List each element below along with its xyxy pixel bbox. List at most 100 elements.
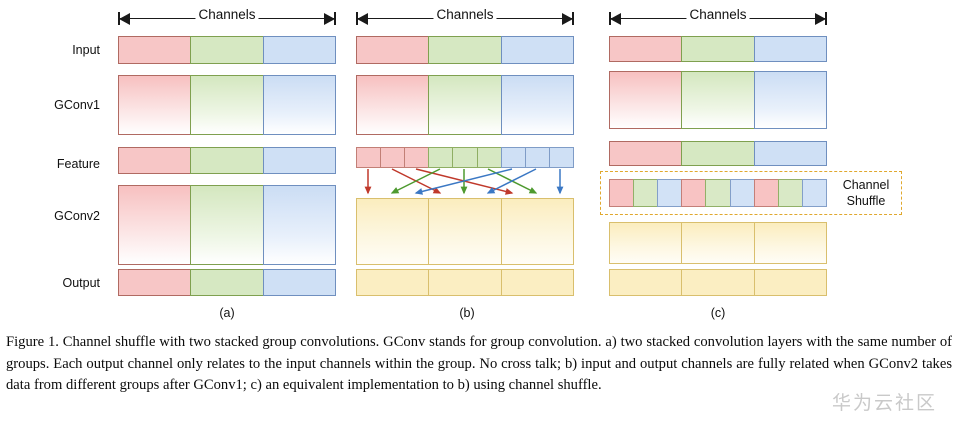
- feature-cell: [500, 147, 526, 168]
- segment-group-3: [753, 141, 827, 166]
- channels-label: Channels: [195, 6, 259, 24]
- segment-group-3: [753, 269, 827, 296]
- figure-caption: Figure 1. Channel shuffle with two stack…: [6, 334, 952, 393]
- segment-group-3: [262, 269, 336, 296]
- bar-input-c: [609, 36, 827, 62]
- channels-axis-a: Channels: [118, 6, 336, 30]
- panel-caption-b: (b): [459, 306, 475, 320]
- channels-axis-b: Channels: [356, 6, 574, 30]
- segment-group-3: [753, 71, 827, 129]
- segment-group-2: [190, 185, 264, 265]
- panel-c: Channels: [600, 0, 958, 322]
- shuffle-cell: [705, 179, 731, 207]
- panel-caption-a: (a): [219, 306, 235, 320]
- segment-group-3: [262, 185, 336, 265]
- bar-feature-a: [118, 147, 336, 174]
- segment-group-1: [118, 147, 192, 174]
- bar-gconv2-c: [609, 222, 827, 264]
- segment-group-1: [118, 185, 192, 265]
- segment-group-2: [428, 198, 502, 265]
- segment-group-2: [681, 36, 755, 62]
- segment-group-3: [262, 36, 336, 64]
- row-label-gconv1: GConv1: [54, 98, 100, 112]
- segment-group-2: [681, 269, 755, 296]
- arrow-head-left-icon: [610, 12, 621, 25]
- panel-b: Channels: [355, 0, 585, 322]
- segment-group-2: [681, 71, 755, 129]
- channels-label: Channels: [433, 6, 497, 24]
- channel-shuffle-label: Channel Shuffle: [842, 178, 890, 208]
- segment-group-1: [356, 36, 430, 64]
- feature-cell: [428, 147, 454, 168]
- bar-output-b: [356, 269, 574, 296]
- axis-cap-right: [825, 12, 827, 25]
- bar-input-a: [118, 36, 336, 64]
- bar-channel-shuffle-c: [609, 179, 827, 207]
- arrow-head-right-icon: [815, 12, 826, 25]
- axis-cap-left: [118, 12, 120, 25]
- segment-group-1: [118, 269, 192, 296]
- shuffle-cell: [657, 179, 683, 207]
- segment-group-2: [428, 36, 502, 64]
- bar-output-c: [609, 269, 827, 296]
- shuffle-cell: [777, 179, 803, 207]
- arrow-head-right-icon: [324, 12, 335, 25]
- row-label-input: Input: [72, 43, 100, 57]
- panel-caption-c: (c): [710, 306, 726, 320]
- segment-group-1: [118, 75, 192, 135]
- bar-gconv1-b: [356, 75, 574, 135]
- segment-group-2: [190, 36, 264, 64]
- row-label-output: Output: [62, 276, 100, 290]
- feature-cell: [380, 147, 406, 168]
- shuffle-cell: [609, 179, 635, 207]
- channels-label: Channels: [686, 6, 750, 24]
- feature-cell: [548, 147, 574, 168]
- segment-group-3: [262, 75, 336, 135]
- arrow-head-left-icon: [357, 12, 368, 25]
- bar-output-a: [118, 269, 336, 296]
- segment-group-1: [356, 198, 430, 265]
- segment-group-3: [500, 198, 574, 265]
- feature-cell: [452, 147, 478, 168]
- bar-gconv1-a: [118, 75, 336, 135]
- segment-group-1: [609, 36, 683, 62]
- axis-cap-right: [334, 12, 336, 25]
- feature-cell: [524, 147, 550, 168]
- segment-group-2: [681, 141, 755, 166]
- bar-gconv2-b: [356, 198, 574, 265]
- channels-axis-c: Channels: [609, 6, 827, 30]
- arrow-head-right-icon: [562, 12, 573, 25]
- bar-gconv1-c: [609, 71, 827, 129]
- segment-group-1: [609, 71, 683, 129]
- segment-group-2: [681, 222, 755, 264]
- shuffle-cell: [753, 179, 779, 207]
- axis-cap-left: [356, 12, 358, 25]
- shuffle-cell: [729, 179, 755, 207]
- feature-cell: [404, 147, 430, 168]
- segment-group-1: [609, 141, 683, 166]
- shuffle-cell: [801, 179, 827, 207]
- row-label-gconv2: GConv2: [54, 209, 100, 223]
- segment-group-2: [190, 147, 264, 174]
- bar-feature-c: [609, 141, 827, 166]
- segment-group-3: [500, 269, 574, 296]
- arrow-head-left-icon: [119, 12, 130, 25]
- axis-cap-right: [572, 12, 574, 25]
- feature-cell: [476, 147, 502, 168]
- bar-gconv2-a: [118, 185, 336, 265]
- channel-shuffle-box: [600, 171, 902, 215]
- segment-group-2: [428, 75, 502, 135]
- bar-input-b: [356, 36, 574, 64]
- row-label-feature: Feature: [56, 157, 100, 171]
- segment-group-3: [500, 36, 574, 64]
- segment-group-3: [500, 75, 574, 135]
- segment-group-2: [190, 75, 264, 135]
- segment-group-3: [753, 36, 827, 62]
- segment-group-2: [428, 269, 502, 296]
- panel-a: Input GConv1 Feature GConv2 Output Chann…: [0, 0, 345, 322]
- shuffle-cell: [681, 179, 707, 207]
- segment-group-1: [356, 269, 430, 296]
- segment-group-1: [356, 75, 430, 135]
- bar-feature-b: [356, 147, 574, 168]
